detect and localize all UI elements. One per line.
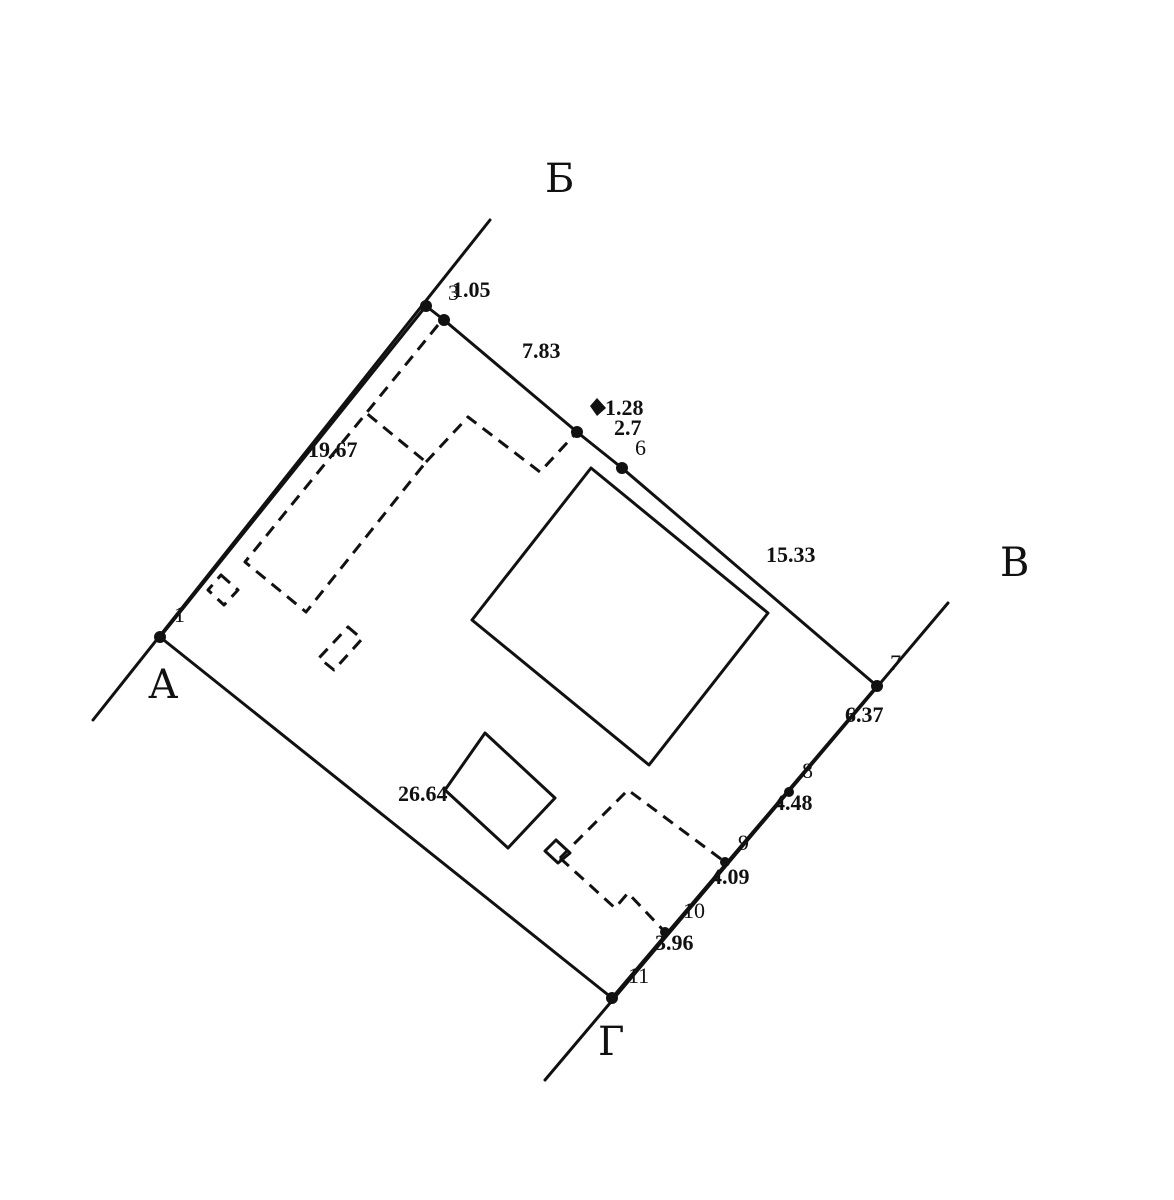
point-label-10: 10 — [683, 898, 705, 923]
measure-1-28: 1.28 — [605, 395, 644, 420]
point-label-1: 1 — [174, 602, 185, 627]
vertex-4-marker — [590, 398, 606, 416]
vertex-7 — [871, 680, 883, 692]
vertex-3 — [438, 314, 450, 326]
point-label-3: 3 — [448, 280, 459, 305]
measure-26-64: 26.64 — [398, 781, 448, 806]
measure-7-83: 7.83 — [522, 338, 561, 363]
point-label-11: 11 — [628, 963, 649, 988]
dashed-box-2 — [317, 625, 364, 672]
corner-label-g: Г — [598, 1019, 624, 1065]
vertex-10 — [660, 927, 670, 937]
vertex-6 — [616, 462, 628, 474]
measure-1-05: 1.05 — [452, 277, 491, 302]
point-label-6: 6 — [635, 435, 646, 460]
point-label-7: 7 — [890, 650, 901, 675]
boundary-line-west — [91, 218, 492, 722]
dashed-structure-north — [424, 415, 579, 474]
vertex-8 — [784, 787, 794, 797]
point-label-8: 8 — [802, 758, 813, 783]
dashed-structure-south-lower — [558, 856, 667, 934]
measure-19-67: 19.67 — [308, 437, 358, 462]
corner-label-a: А — [148, 662, 178, 708]
small-box-3 — [543, 838, 572, 865]
parcel-boundary — [158, 304, 879, 1000]
dashed-structure-south — [558, 788, 726, 864]
measure-3-96: 3.96 — [655, 930, 694, 955]
point-label-9: 9 — [738, 830, 749, 855]
dashed-structure-northwest — [243, 324, 440, 614]
measure-15-33: 15.33 — [766, 542, 816, 567]
vertex-a — [154, 631, 166, 643]
measure-4-09: 4.09 — [711, 864, 750, 889]
corner-label-v: В — [1000, 540, 1029, 586]
house-outline — [470, 466, 770, 767]
vertex-g — [606, 992, 618, 1004]
shed-outline — [443, 731, 557, 850]
vertex-9 — [720, 857, 730, 867]
measure-6-37: 6.37 — [845, 702, 884, 727]
measure-4-48: 4.48 — [774, 790, 813, 815]
corner-label-b: Б — [545, 156, 574, 202]
measure-2-7: 2.7 — [614, 415, 642, 440]
vertex-2 — [420, 300, 432, 312]
vertex-5 — [571, 426, 583, 438]
dashed-box-1 — [206, 573, 240, 607]
